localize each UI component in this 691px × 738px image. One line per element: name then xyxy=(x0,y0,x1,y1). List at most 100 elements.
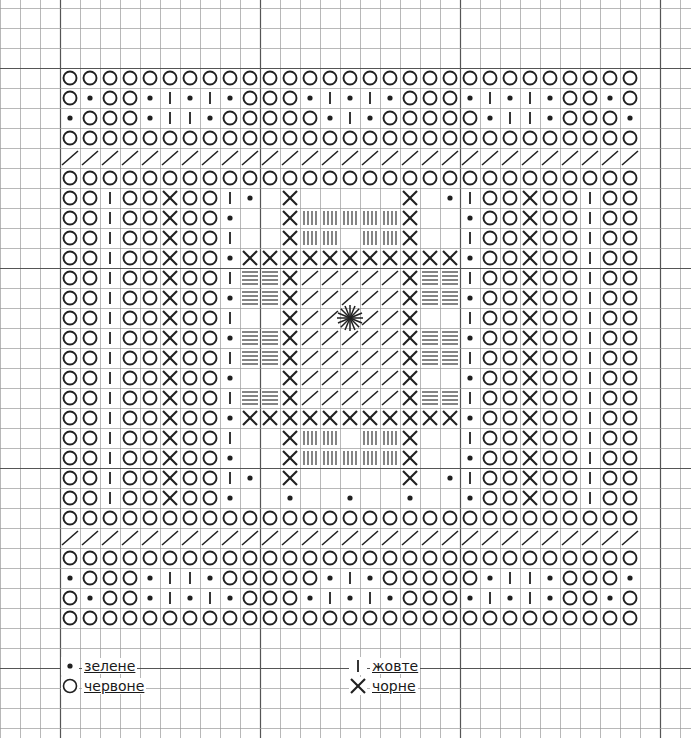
stitch-symbol xyxy=(564,592,577,605)
stitch-symbol xyxy=(283,471,297,485)
stitch-symbol xyxy=(382,271,398,285)
grid-line xyxy=(0,388,691,389)
stitch-symbol xyxy=(422,272,438,284)
stitch-symbol xyxy=(110,252,111,264)
stitch-symbol xyxy=(222,531,238,545)
stitch-symbol xyxy=(584,172,597,185)
stitch-symbol xyxy=(464,112,477,125)
stitch-symbol xyxy=(524,552,537,565)
stitch-symbol xyxy=(242,151,258,165)
stitch-symbol xyxy=(364,552,377,565)
grid-line xyxy=(0,548,691,549)
stitch-symbol xyxy=(590,352,591,364)
stitch-symbol xyxy=(162,531,178,545)
stitch-symbol xyxy=(224,132,237,145)
stitch-symbol xyxy=(467,375,472,380)
stitch-symbol xyxy=(504,472,517,485)
stitch-symbol xyxy=(262,352,278,364)
stitch-symbol xyxy=(403,291,417,305)
stitch-symbol xyxy=(184,272,197,285)
stitch-symbol xyxy=(322,291,338,305)
stitch-symbol xyxy=(144,232,157,245)
legend-symbol xyxy=(349,677,367,695)
stitch-symbol xyxy=(284,72,297,85)
stitch-symbol xyxy=(604,452,617,465)
stitch-symbol xyxy=(284,172,297,185)
stitch-symbol xyxy=(283,211,297,225)
stitch-symbol xyxy=(163,211,177,225)
stitch-symbol xyxy=(424,592,437,605)
stitch-symbol xyxy=(544,552,557,565)
stitch-symbol xyxy=(204,232,217,245)
stitch-symbol xyxy=(284,612,297,625)
stitch-symbol xyxy=(303,251,317,265)
stitch-symbol xyxy=(482,531,498,545)
grid-line xyxy=(0,508,691,509)
grid-line xyxy=(160,0,161,738)
stitch-symbol xyxy=(102,151,118,165)
stitch-symbol xyxy=(444,572,457,585)
stitch-symbol xyxy=(184,512,197,525)
stitch-symbol xyxy=(444,552,457,565)
stitch-symbol xyxy=(104,132,117,145)
stitch-symbol xyxy=(84,492,97,505)
stitch-symbol xyxy=(387,595,392,600)
stitch-symbol xyxy=(384,132,397,145)
grid-line xyxy=(0,88,691,89)
stitch-symbol xyxy=(184,252,197,265)
stitch-symbol xyxy=(402,531,418,545)
stitch-symbol xyxy=(302,291,318,305)
grid-line xyxy=(180,0,181,738)
stitch-symbol xyxy=(163,311,177,325)
stitch-symbol xyxy=(330,592,331,604)
stitch-pattern xyxy=(62,72,638,625)
grid-line xyxy=(0,568,691,569)
stitch-symbol xyxy=(624,472,637,485)
stitch-symbol xyxy=(144,72,157,85)
stitch-symbol xyxy=(283,191,297,205)
stitch-symbol xyxy=(383,411,397,425)
stitch-symbol xyxy=(564,292,577,305)
stitch-symbol xyxy=(504,212,517,225)
stitch-symbol xyxy=(522,151,538,165)
stitch-symbol xyxy=(382,351,398,365)
stitch-symbol xyxy=(304,211,316,225)
stitch-symbol xyxy=(604,352,617,365)
stitch-symbol xyxy=(464,172,477,185)
stitch-symbol xyxy=(604,192,617,205)
legend-symbol xyxy=(61,677,79,695)
stitch-symbol xyxy=(110,332,111,344)
stitch-symbol xyxy=(224,572,237,585)
stitch-symbol xyxy=(204,432,217,445)
stitch-symbol xyxy=(484,232,497,245)
stitch-symbol xyxy=(327,115,332,120)
stitch-symbol xyxy=(447,195,452,200)
stitch-symbol xyxy=(104,612,117,625)
stitch-symbol xyxy=(342,151,358,165)
stitch-symbol xyxy=(282,531,298,545)
stitch-symbol xyxy=(544,72,557,85)
stitch-symbol xyxy=(467,335,472,340)
stitch-symbol xyxy=(564,212,577,225)
grid-line xyxy=(0,108,691,109)
stitch-symbol xyxy=(163,351,177,365)
stitch-symbol xyxy=(343,251,357,265)
stitch-symbol xyxy=(564,132,577,145)
stitch-symbol xyxy=(124,492,137,505)
stitch-symbol xyxy=(344,132,357,145)
stitch-symbol xyxy=(544,452,557,465)
stitch-symbol xyxy=(364,612,377,625)
stitch-symbol xyxy=(504,352,517,365)
stitch-symbol xyxy=(504,412,517,425)
stitch-symbol xyxy=(204,252,217,265)
stitch-symbol xyxy=(144,452,157,465)
stitch-symbol xyxy=(424,552,437,565)
grid-line xyxy=(0,488,691,489)
stitch-symbol xyxy=(124,412,137,425)
stitch-symbol xyxy=(184,492,197,505)
stitch-symbol xyxy=(144,552,157,565)
stitch-symbol xyxy=(364,512,377,525)
stitch-symbol xyxy=(590,312,591,324)
stitch-symbol xyxy=(64,272,77,285)
stitch-symbol xyxy=(484,292,497,305)
